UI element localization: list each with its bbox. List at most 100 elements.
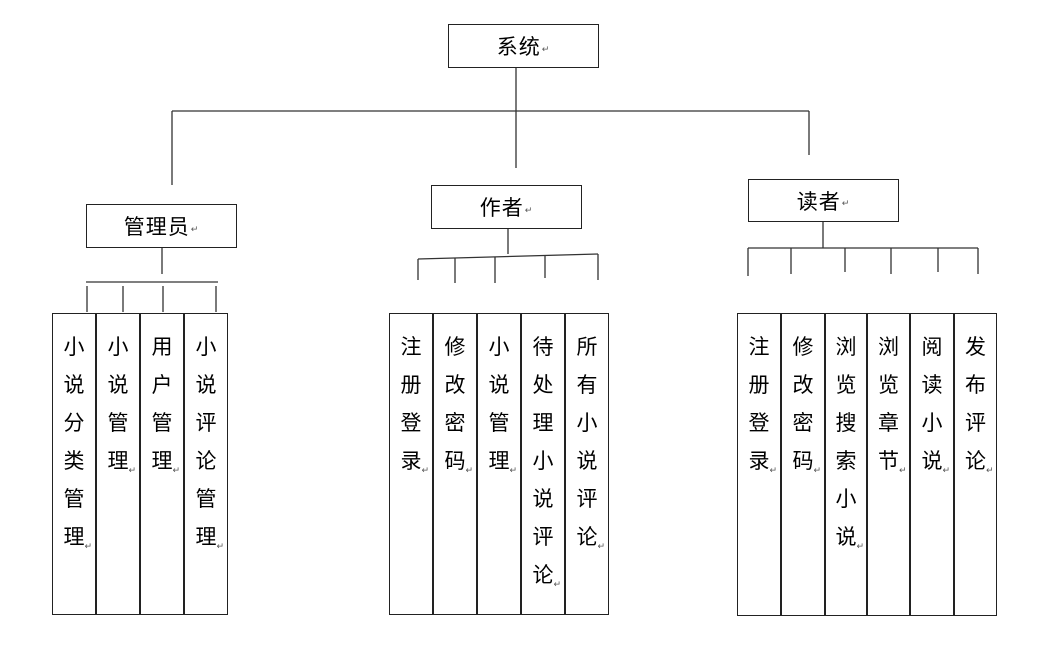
role-node-author: 作者↵ [431, 185, 582, 229]
function-label: 注册登录↵ [390, 328, 432, 480]
function-char: 管 [151, 411, 173, 435]
function-label: 小说评论管理↵ [185, 328, 227, 556]
function-char: 分 [63, 411, 85, 435]
function-label: 修改密码↵ [782, 328, 824, 480]
paragraph-mark: ↵ [841, 199, 851, 209]
function-label: 浏览章节↵ [868, 328, 909, 480]
function-char: 小 [921, 411, 943, 435]
function-char: 搜 [835, 411, 857, 435]
paragraph-mark: ↵ [128, 466, 137, 476]
function-char: 管 [63, 487, 85, 511]
function-char: 读 [921, 373, 943, 397]
paragraph-mark: ↵ [813, 466, 822, 476]
function-char: 说 [532, 487, 554, 511]
function-char: 说 [107, 373, 129, 397]
function-box: 修改密码↵ [433, 313, 477, 615]
function-char: 理↵ [196, 518, 225, 556]
function-char: 览 [878, 373, 899, 397]
function-char: 小 [195, 335, 217, 359]
function-char: 理↵ [152, 442, 181, 480]
paragraph-mark: ↵ [172, 466, 181, 476]
function-label: 小说管理↵ [97, 328, 139, 480]
function-char: 管 [107, 411, 129, 435]
function-char: 理 [532, 411, 554, 435]
function-char: 户 [151, 373, 173, 397]
paragraph-mark: ↵ [541, 45, 551, 55]
function-char: 说 [488, 373, 510, 397]
function-label: 注册登录↵ [738, 328, 780, 480]
function-char: 注 [400, 335, 422, 359]
function-char: 发 [965, 335, 986, 359]
function-box: 小说分类管理↵ [52, 313, 96, 615]
role-label: 读者 [796, 189, 841, 214]
function-label: 所有小说评论↵ [566, 328, 608, 556]
role-label: 作者 [479, 196, 524, 220]
function-char: 小 [63, 335, 85, 359]
function-char: 论↵ [965, 442, 994, 480]
function-label: 小说管理↵ [478, 328, 520, 480]
function-char: 说 [576, 449, 598, 473]
function-char: 说 [63, 373, 85, 397]
function-char: 密 [444, 411, 466, 435]
function-char: 理↵ [489, 442, 518, 480]
function-char: 册 [400, 373, 422, 397]
function-char: 类 [63, 449, 85, 473]
role-node-admin: 管理员↵ [86, 204, 237, 248]
function-char: 小 [488, 335, 510, 359]
function-char: 册 [748, 373, 770, 397]
function-char: 录↵ [401, 442, 430, 480]
function-char: 录↵ [749, 442, 778, 480]
paragraph-mark: ↵ [84, 542, 93, 552]
function-char: 管 [488, 411, 510, 435]
function-char: 评 [532, 525, 554, 549]
paragraph-mark: ↵ [524, 206, 534, 216]
function-box: 小说管理↵ [477, 313, 521, 615]
function-char: 说↵ [922, 442, 951, 480]
function-box: 用户管理↵ [140, 313, 184, 615]
function-char: 有 [576, 373, 598, 397]
function-char: 索 [835, 449, 857, 473]
function-char: 处 [532, 373, 554, 397]
paragraph-mark: ↵ [769, 466, 778, 476]
function-char: 小 [107, 335, 129, 359]
function-box: 小说评论管理↵ [184, 313, 228, 615]
function-label: 用户管理↵ [141, 328, 183, 480]
function-box: 阅读小说↵ [910, 313, 954, 616]
function-char: 浏 [835, 335, 857, 359]
function-box: 注册登录↵ [737, 313, 781, 616]
function-char: 小 [835, 487, 857, 511]
paragraph-mark: ↵ [942, 466, 951, 476]
function-char: 密 [792, 411, 814, 435]
function-char: 评 [195, 411, 217, 435]
function-box: 注册登录↵ [389, 313, 433, 615]
function-label: 浏览搜索小说↵ [826, 328, 866, 556]
function-char: 布 [965, 373, 986, 397]
function-char: 理↵ [64, 518, 93, 556]
function-char: 览 [835, 373, 857, 397]
root-node: 系统↵ [448, 24, 599, 68]
function-char: 章 [878, 411, 899, 435]
function-char: 登 [400, 411, 422, 435]
function-box: 所有小说评论↵ [565, 313, 609, 615]
function-char: 浏 [878, 335, 899, 359]
function-char: 注 [748, 335, 770, 359]
function-char: 论↵ [533, 556, 562, 594]
function-label: 修改密码↵ [434, 328, 476, 480]
function-char: 待 [532, 335, 554, 359]
function-char: 理↵ [108, 442, 137, 480]
paragraph-mark: ↵ [597, 542, 606, 552]
function-label: 待处理小说评论↵ [522, 328, 564, 594]
function-box: 修改密码↵ [781, 313, 825, 616]
function-char: 码↵ [793, 442, 822, 480]
function-char: 修 [792, 335, 814, 359]
function-char: 码↵ [445, 442, 474, 480]
paragraph-mark: ↵ [899, 466, 907, 476]
role-node-reader: 读者↵ [748, 179, 899, 222]
paragraph-mark: ↵ [553, 580, 562, 590]
paragraph-mark: ↵ [421, 466, 430, 476]
function-box: 浏览章节↵ [867, 313, 910, 616]
function-label: 发布评论↵ [955, 328, 996, 480]
function-char: 节↵ [878, 442, 907, 480]
function-char: 说 [195, 373, 217, 397]
